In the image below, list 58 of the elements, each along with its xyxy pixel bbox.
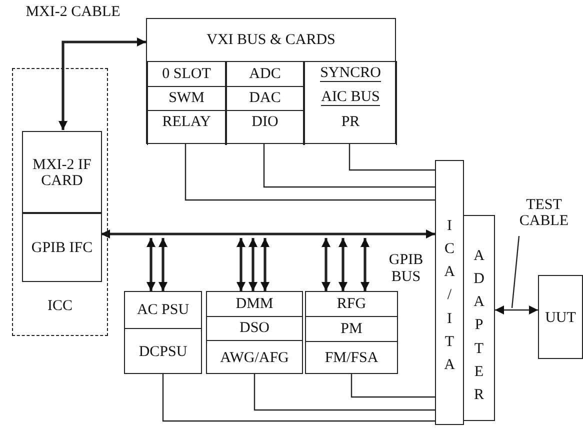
label-text: TEST CABLE bbox=[518, 196, 570, 230]
connector-line bbox=[263, 144, 435, 188]
box-label: AC PSU bbox=[136, 302, 190, 318]
box-label: RELAY bbox=[162, 114, 211, 131]
box-label: DSO bbox=[239, 320, 270, 337]
box-label: SYNCRO bbox=[320, 66, 381, 82]
card-column bbox=[147, 61, 226, 145]
box-label: ADAPTER bbox=[472, 246, 491, 406]
interface-bar bbox=[435, 160, 464, 425]
box-label: ADC bbox=[249, 66, 281, 82]
box-label: PM bbox=[340, 320, 362, 338]
annotation-label: GPIB BUS bbox=[388, 252, 424, 286]
connector-line bbox=[350, 374, 435, 398]
card-column bbox=[226, 61, 304, 145]
connector-line bbox=[254, 374, 435, 411]
box-label: DCPSU bbox=[138, 344, 188, 360]
box-label: 0 SLOT bbox=[162, 66, 211, 82]
instrument-box bbox=[305, 291, 398, 374]
box-label: AWG/AFG bbox=[220, 350, 289, 366]
arrow bbox=[322, 238, 330, 291]
connector-line bbox=[184, 144, 435, 201]
box-label: DAC bbox=[249, 90, 281, 107]
arrow bbox=[101, 230, 435, 238]
instrument-box bbox=[124, 291, 202, 374]
box-label: SWM bbox=[168, 90, 204, 107]
arrow bbox=[495, 306, 538, 314]
connector-line bbox=[162, 374, 435, 422]
box-label: GPIB IFC bbox=[31, 240, 93, 257]
box-label: ICA/ITA bbox=[443, 216, 462, 376]
dashed-group-box bbox=[12, 68, 108, 336]
arrow bbox=[58, 38, 146, 130]
arrow bbox=[248, 238, 258, 291]
interface-card-box bbox=[22, 131, 102, 213]
arrow bbox=[338, 238, 348, 291]
arrow bbox=[260, 238, 270, 291]
arrow bbox=[146, 238, 156, 291]
arrow bbox=[236, 238, 246, 291]
box-label: DIO bbox=[252, 114, 278, 131]
box-label: AIC BUS bbox=[321, 90, 380, 106]
box-label: ICC bbox=[47, 298, 72, 314]
box-label: UUT bbox=[545, 310, 576, 326]
box-label: PR bbox=[341, 114, 360, 130]
unit-box bbox=[538, 275, 583, 359]
box-label: DMM bbox=[236, 296, 274, 312]
box-label: RFG bbox=[336, 296, 366, 312]
arrow bbox=[158, 238, 168, 291]
interface-card-box bbox=[22, 213, 102, 282]
leader-line bbox=[511, 236, 520, 308]
connector-line bbox=[348, 144, 435, 171]
box-label: FM/FSA bbox=[324, 350, 378, 367]
annotation-label: MXI-2 CABLE bbox=[24, 4, 122, 22]
adapter-bar bbox=[463, 215, 495, 421]
box-label: MXI-2 IF CARD bbox=[32, 156, 92, 190]
arrow bbox=[360, 238, 370, 291]
box-label: VXI BUS & CARDS bbox=[206, 32, 336, 48]
card-column bbox=[304, 61, 397, 145]
instrument-box bbox=[206, 291, 303, 374]
bus-box bbox=[146, 18, 396, 144]
